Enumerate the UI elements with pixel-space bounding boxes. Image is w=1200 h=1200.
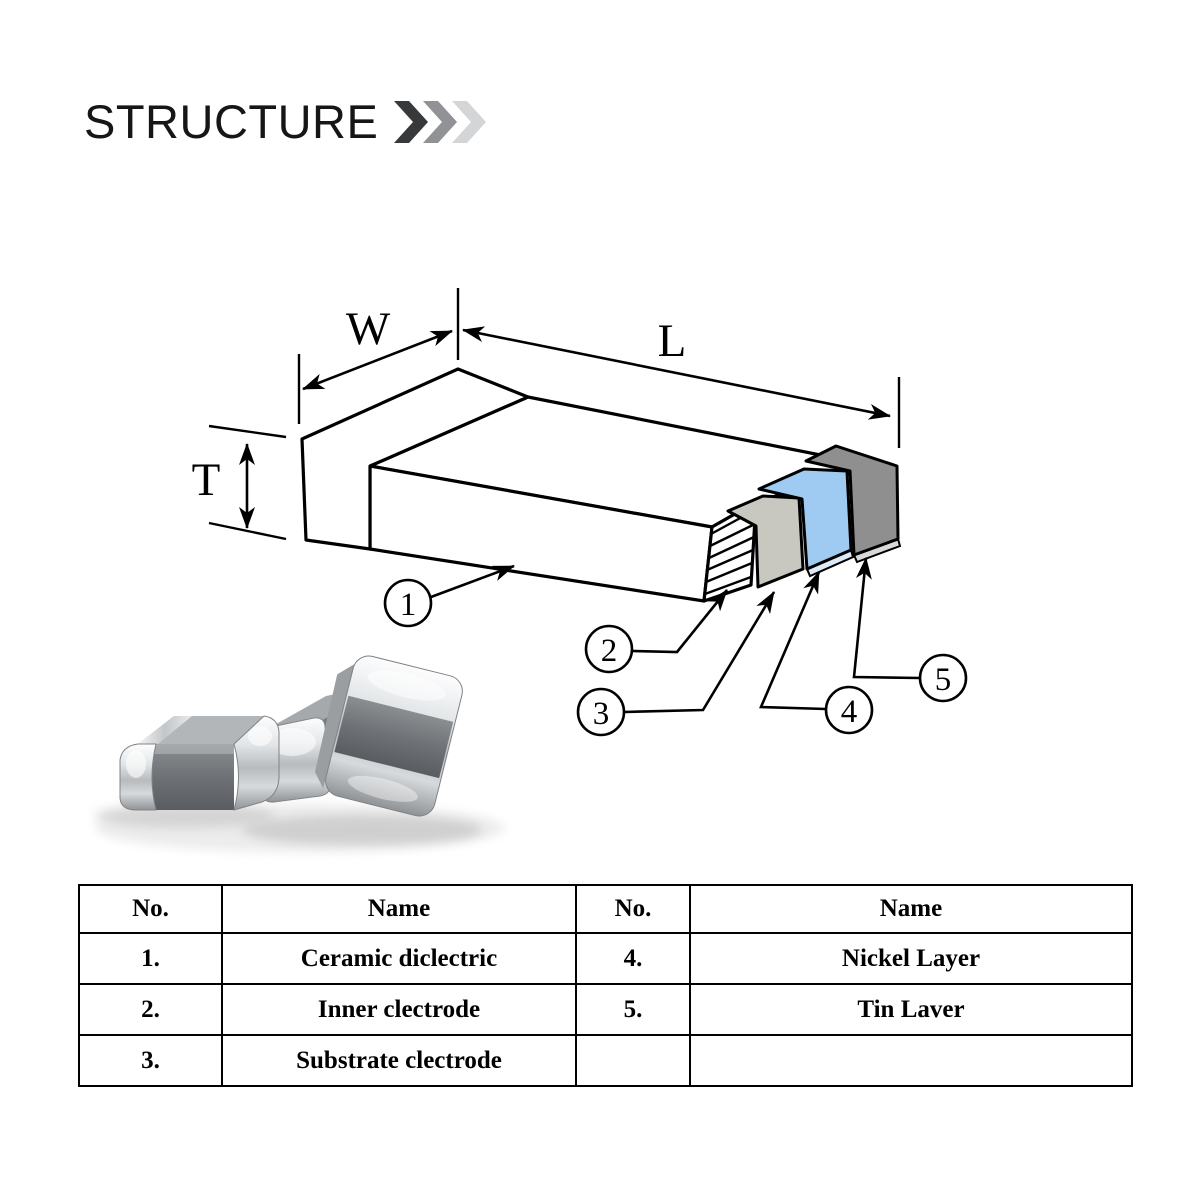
header-no: No.	[575, 884, 691, 934]
svg-text:5: 5	[935, 662, 952, 698]
svg-text:2: 2	[601, 633, 618, 669]
chip-photo-right	[314, 655, 463, 817]
table-row: 4. Nickel Layer	[575, 932, 1133, 985]
layer-name: Inner clectrode	[221, 983, 577, 1036]
table-row: 3. Substrate clectrode	[78, 1034, 577, 1087]
row-number: 4.	[575, 932, 691, 985]
table-row: 5. Tin Laver	[575, 983, 1133, 1036]
chip-body-drawing	[300, 367, 902, 603]
row-number: 5.	[575, 983, 691, 1036]
page-title: STRUCTURE	[84, 95, 379, 148]
legend-table-right: No. Name 4. Nickel Layer 5. Tin Laver	[575, 884, 1133, 1087]
chevron-right-icon	[452, 100, 487, 143]
chevrons-decoration	[394, 100, 487, 143]
dimension-t: T	[192, 424, 287, 541]
svg-text:3: 3	[593, 696, 610, 732]
chip-photo-left	[119, 715, 280, 811]
layer-name: Substrate clectrode	[221, 1034, 577, 1087]
layer-name	[689, 1034, 1133, 1087]
dimension-l: L	[462, 315, 901, 448]
substrate-electrode-layer	[726, 494, 805, 589]
layer-name: Ceramic diclectric	[221, 932, 577, 985]
chevron-right-icon	[394, 100, 429, 143]
mlcc-structure-diagram: W L T 1 2 3	[95, 288, 968, 852]
row-number: 2.	[78, 983, 223, 1036]
callout-4: 4	[759, 571, 874, 735]
page-header: STRUCTURE	[84, 94, 490, 149]
nickel-layer	[757, 467, 855, 578]
table-row	[575, 1034, 1133, 1087]
capacitor-product-photo	[95, 655, 505, 852]
width-label: W	[346, 303, 391, 355]
table-row: 2. Inner clectrode	[78, 983, 577, 1036]
legend-table-left: No. Name 1. Ceramic diclectric 2. Inner …	[78, 884, 577, 1087]
dimension-w: W	[297, 288, 460, 424]
callout-3: 3	[576, 591, 776, 737]
layer-legend-tables: No. Name 1. Ceramic diclectric 2. Inner …	[78, 884, 1133, 1087]
length-label: L	[658, 315, 687, 367]
callout-1: 1	[383, 564, 515, 628]
callout-5: 5	[852, 557, 968, 703]
svg-text:1: 1	[400, 587, 417, 623]
svg-text:4: 4	[841, 694, 858, 730]
header-name: Name	[221, 884, 577, 934]
header-no: No.	[78, 884, 223, 934]
thickness-label: T	[192, 454, 221, 506]
row-number	[575, 1034, 691, 1087]
chevron-right-icon	[423, 100, 458, 143]
table-header-row: No. Name	[78, 884, 577, 934]
table-row: 1. Ceramic diclectric	[78, 932, 577, 985]
layer-name: Nickel Layer	[689, 932, 1133, 985]
callout-2: 2	[584, 589, 729, 674]
row-number: 1.	[78, 932, 223, 985]
table-header-row: No. Name	[575, 884, 1133, 934]
header-name: Name	[689, 884, 1133, 934]
row-number: 3.	[78, 1034, 223, 1087]
layer-name: Tin Laver	[689, 983, 1133, 1036]
tin-layer	[804, 444, 902, 564]
